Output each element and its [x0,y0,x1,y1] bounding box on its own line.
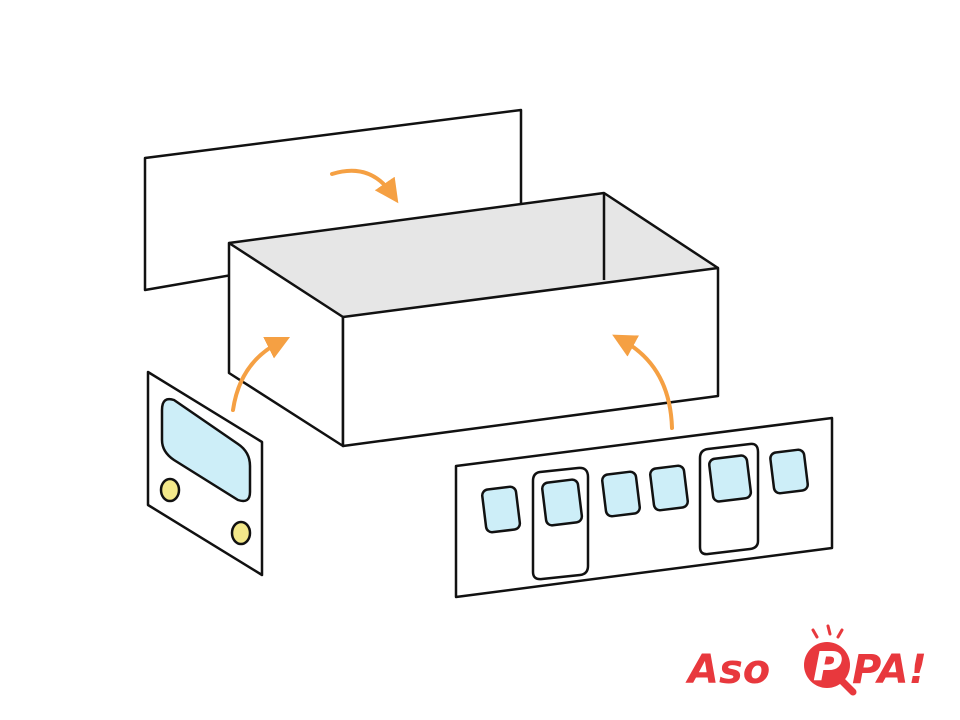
train-side-window [649,464,689,512]
logo-spark [811,628,819,639]
logo-badge-handle [838,677,857,696]
asoppa-logo: Aso P PA! [685,624,927,696]
logo-badge [804,642,850,688]
train-side-panel [454,416,834,599]
train-side-window [769,448,809,495]
train-door-window [541,478,584,527]
train-side-window [601,470,641,518]
box-interior [229,193,718,317]
box-front-face [341,266,720,448]
logo-text-prefix: Aso [685,647,770,693]
logo-text-suffix: PA! [852,647,927,693]
headlight-right [230,520,252,546]
train-front-window [160,397,252,503]
train-door-window [708,454,753,503]
train-side-window [481,485,522,534]
logo-spark [826,624,832,636]
logo-badge-letter: P [813,644,842,690]
curved-arrow-icon [330,168,399,204]
train-front-panel [146,370,264,577]
logo-spark [836,628,844,639]
curved-arrow-icon [231,336,291,412]
curved-arrow-icon [612,334,674,430]
headlight-left [159,477,181,503]
open-box [227,191,720,448]
